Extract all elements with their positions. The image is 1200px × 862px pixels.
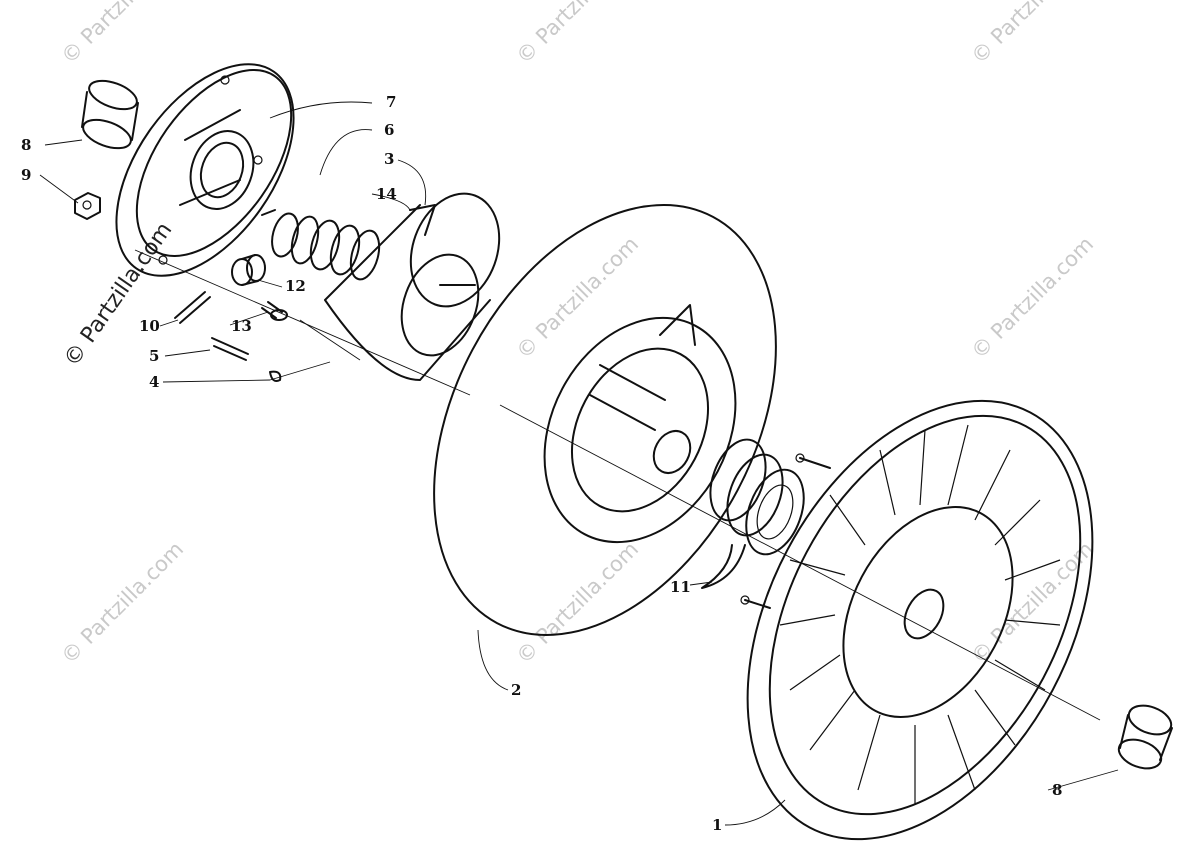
fixed-sheave — [740, 399, 1094, 841]
bushing-top — [81, 79, 139, 150]
callout-8-bottom: 8 — [1052, 781, 1062, 799]
callout-1: 1 — [712, 816, 722, 834]
callout-5: 5 — [149, 347, 159, 365]
callout-4: 4 — [149, 373, 159, 391]
watermark: © Partzilla.com — [512, 537, 644, 669]
spring — [261, 209, 381, 281]
watermark: © Partzilla.com — [512, 0, 644, 69]
axis-line — [134, 249, 1101, 721]
callout-3: 3 — [384, 150, 394, 168]
callout-13: 13 — [231, 317, 252, 335]
watermark-group: © Partzilla.com © Partzilla.com © Partzi… — [57, 0, 1099, 669]
callout-10: 10 — [139, 317, 160, 335]
callout-12: 12 — [285, 277, 306, 295]
watermark: © Partzilla.com — [967, 0, 1099, 69]
callout-9: 9 — [21, 166, 31, 184]
bushing-bottom — [1117, 704, 1173, 770]
movable-sheave — [433, 204, 777, 636]
callout-7: 7 — [386, 93, 396, 111]
nut — [74, 192, 101, 220]
washer-stack — [701, 438, 805, 589]
cam-plate — [115, 63, 295, 277]
callout-2: 2 — [511, 681, 521, 699]
watermark: © Partzilla.com — [512, 232, 644, 364]
callout-labels: 1 2 3 4 5 6 7 8 8 9 10 11 12 13 14 — [21, 93, 1062, 834]
callout-6: 6 — [384, 121, 394, 139]
leader-lines — [39, 101, 1119, 826]
watermark: © Partzilla.com — [967, 232, 1099, 364]
callout-8-top: 8 — [21, 136, 31, 154]
watermark: © Partzilla.com — [57, 537, 189, 669]
helix-cup — [324, 192, 501, 381]
callout-14: 14 — [376, 185, 397, 203]
callout-11: 11 — [670, 578, 691, 596]
watermark: © Partzilla.com — [967, 537, 1099, 669]
small-hardware — [174, 254, 288, 382]
watermark: © Partzilla.com — [57, 0, 189, 69]
